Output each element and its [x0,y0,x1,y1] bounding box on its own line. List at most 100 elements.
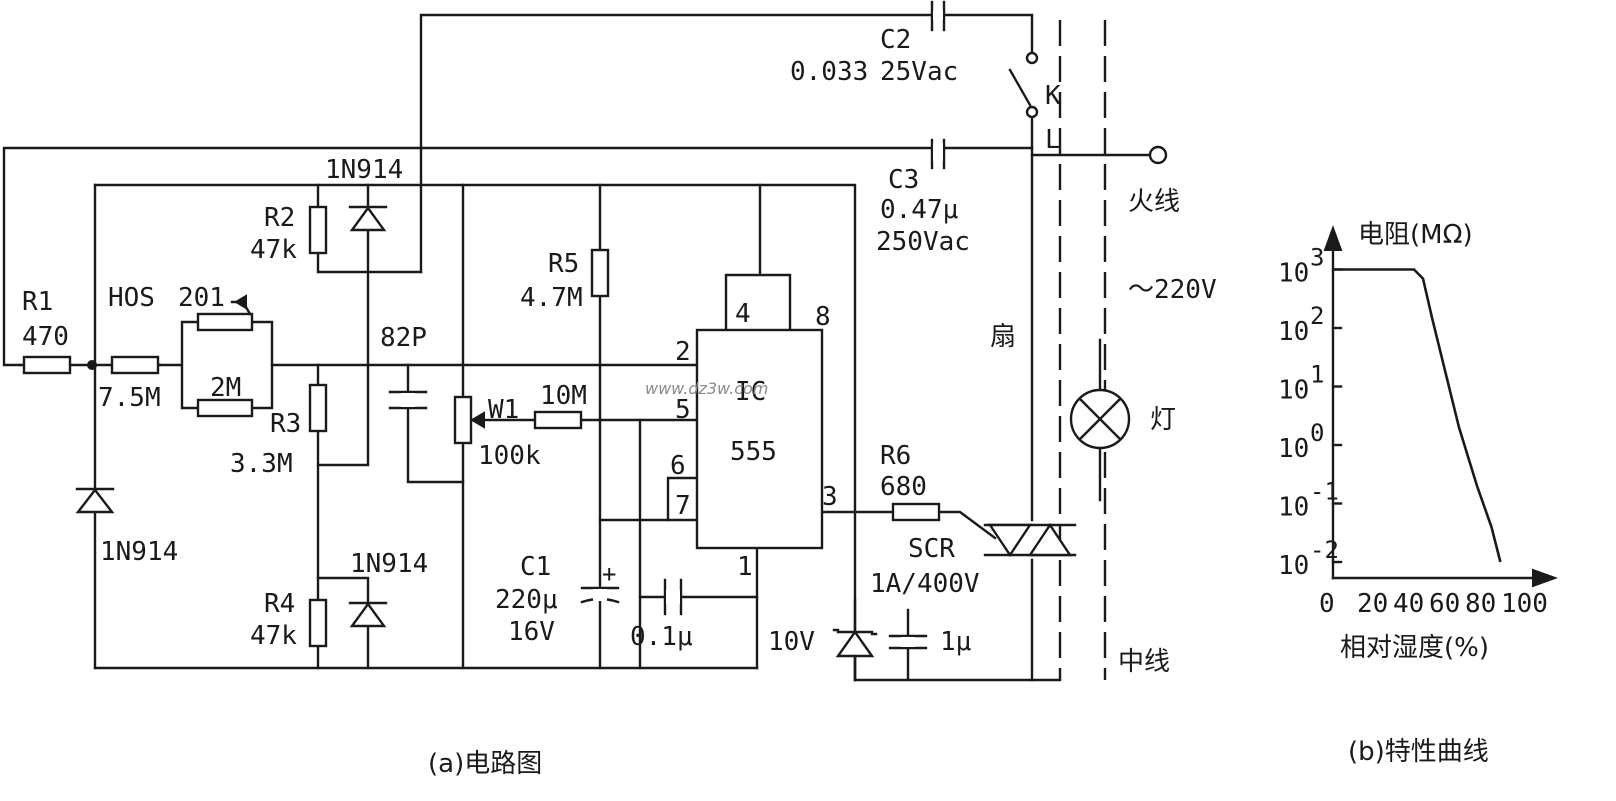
label-r3-name: R3 [270,409,301,439]
label-c2-voltage: 25Vac [880,57,958,87]
capacitor-1u [888,634,928,650]
y-tick-label-exp: 3 [1310,244,1324,272]
y-tick-label-base: 10 [1278,376,1309,406]
label-pin-8: 8 [815,302,831,332]
label-pin-5: 5 [675,395,691,425]
label-pin-3: 3 [822,482,838,512]
zener-diode [832,628,878,682]
label-scr-name: SCR [908,534,955,564]
wire-timing-node [598,418,699,670]
label-r1-name: R1 [22,287,53,317]
chart-y-label: 电阻(MΩ) [1358,220,1473,250]
label-mains: ～220V [1128,275,1217,305]
capacitor-c2 [930,0,946,32]
hos-arrow-head [234,294,247,310]
label-r1-value: 470 [22,322,69,352]
y-tick-label-base: 10 [1278,551,1309,581]
y-tick-label-exp: 0 [1310,419,1324,447]
label-w1-name: W1 [488,395,519,425]
wire-pin4-8 [724,183,792,332]
resistor-7-5m [110,355,160,375]
capacitor-c3 [930,138,946,170]
resistor-r6 [891,502,941,522]
junction-dot [87,360,97,370]
diode-left [75,487,115,514]
caption-a: (a)电路图 [428,749,542,779]
label-node-l: L [1045,125,1061,155]
label-10m: 10M [540,381,587,411]
label-0-1u: 0.1μ [630,622,693,652]
wire-top-rail [93,183,857,682]
x-tick-label: 60 [1429,589,1460,619]
wire-left-loop [2,146,1034,367]
label-zener: 10V [768,627,815,657]
label-c1-value: 220μ [495,585,558,615]
y-tick-label-base: 10 [1278,259,1309,289]
x-tick-label: 40 [1393,589,1424,619]
label-hos-value: 201 [178,283,225,313]
label-c2-name: C2 [880,25,911,55]
label-c3-name: C3 [888,165,919,195]
resistor-10m [533,410,583,430]
potentiometer-w1 [453,395,473,445]
diode-r2 [348,205,388,232]
label-d-r4: 1N914 [350,549,428,579]
chart-series-line [1333,268,1502,563]
label-scr-rating: 1A/400V [870,569,980,599]
label-hos-name: HOS [108,283,155,313]
labels: R1 470 HOS 201 7.5M 2M R2 47k 1N914 R3 3… [22,25,1217,779]
x-tick-label: 100 [1501,589,1548,619]
scr-triac [983,522,1077,558]
capacitor-82p [388,390,428,410]
label-switch-k: K [1045,81,1061,111]
chart-x-arrow [1532,568,1558,588]
wire-hos-net [158,320,274,410]
label-c1-name: C1 [520,552,551,582]
label-pin-2: 2 [675,337,691,367]
label-w1-value: 100k [478,441,541,471]
c1-gap [593,589,607,601]
label-lamp: 灯 [1150,405,1176,435]
c2-gap [933,10,943,20]
label-ic-part: 555 [730,437,777,467]
capacitor-0-1u [663,578,683,616]
label-c3-voltage: 250Vac [876,227,970,257]
wire-r4-block [316,576,370,670]
label-2m: 2M [210,373,241,403]
label-fan: 扇 [990,322,1016,352]
resistor-2m [196,398,254,418]
y-tick-label-exp: -2 [1310,536,1339,564]
y-tick-label-base: 10 [1278,317,1309,347]
x-tick-label: 80 [1465,589,1496,619]
label-r5-name: R5 [548,249,579,279]
label-ic-name: IC [735,377,766,407]
wire-82p [406,363,465,484]
c3-gap [933,143,943,161]
label-live: 火线 [1128,187,1180,217]
label-d-top: 1N914 [325,155,403,185]
chart-x-label: 相对湿度(%) [1340,633,1489,663]
label-c2-value: 0.033 [790,57,868,87]
wire-pin3 [820,510,997,540]
resistor-r1 [22,355,72,375]
wire-r2-block [316,183,423,670]
label-c3-value: 0.47μ [880,195,958,225]
chart-y-arrow [1323,225,1343,251]
label-neutral: 中线 [1118,647,1170,677]
x-tick-label: 20 [1357,589,1388,619]
characteristic-chart: 电阻(MΩ) 相对湿度(%) (b)特性曲线 10-210-1100101102… [1278,220,1558,767]
resistor-r2 [308,205,328,255]
label-d-left: 1N914 [100,537,178,567]
diode-r4 [348,601,388,628]
live-terminal [1148,145,1168,165]
y-tick-label-base: 10 [1278,434,1309,464]
lamp-symbol [1069,388,1131,450]
w1-wiper-arrow [470,411,485,429]
label-r3-value: 3.3M [230,449,293,479]
label-pin-6: 6 [670,451,686,481]
y-tick-label-exp: -1 [1310,478,1339,506]
caption-b: (b)特性曲线 [1348,737,1489,767]
switch-k[interactable] [1008,51,1039,119]
